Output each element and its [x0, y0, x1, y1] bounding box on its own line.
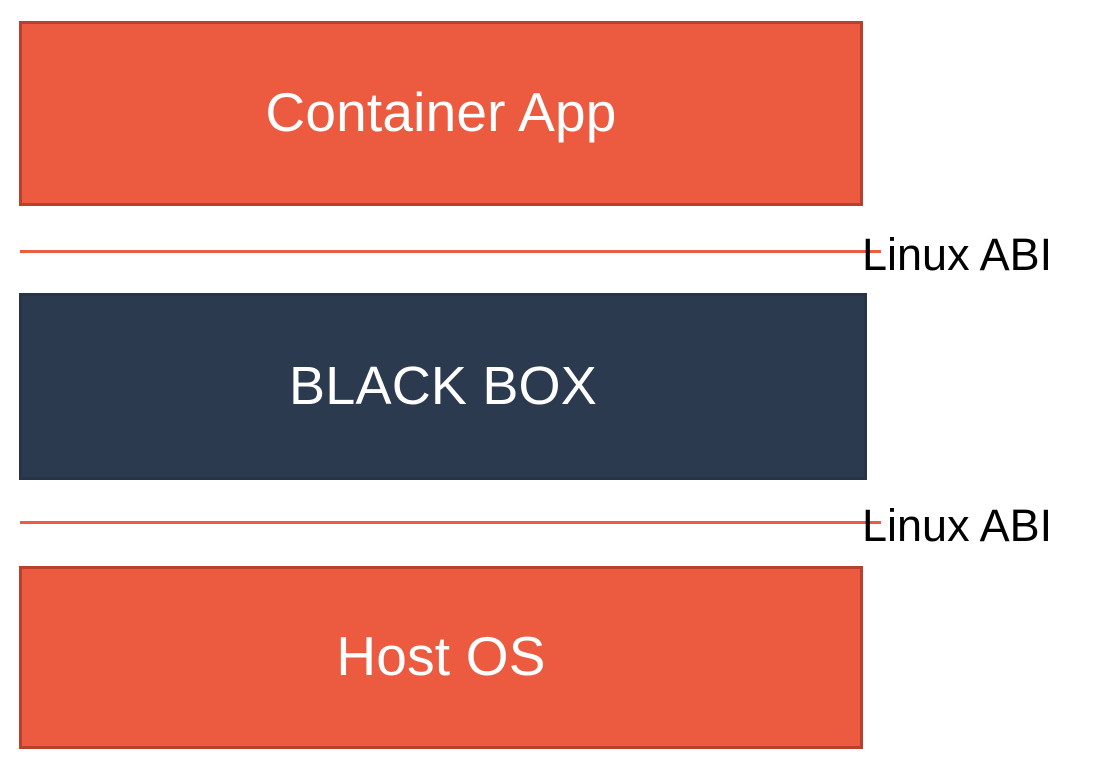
layer-label-host-os: Host OS [336, 625, 546, 687]
abi-boundary-line-upper [20, 250, 881, 253]
abi-boundary-line-lower [20, 521, 881, 524]
layer-box-container-app: Container App [19, 21, 863, 206]
layer-label-black-box: BLACK BOX [289, 356, 597, 416]
abi-boundary-label-lower: Linux ABI [862, 500, 1053, 551]
layer-box-host-os: Host OS [19, 566, 863, 749]
layer-label-container-app: Container App [265, 81, 617, 143]
layer-box-black-box: BLACK BOX [19, 293, 867, 480]
abi-boundary-label-upper: Linux ABI [862, 229, 1053, 280]
